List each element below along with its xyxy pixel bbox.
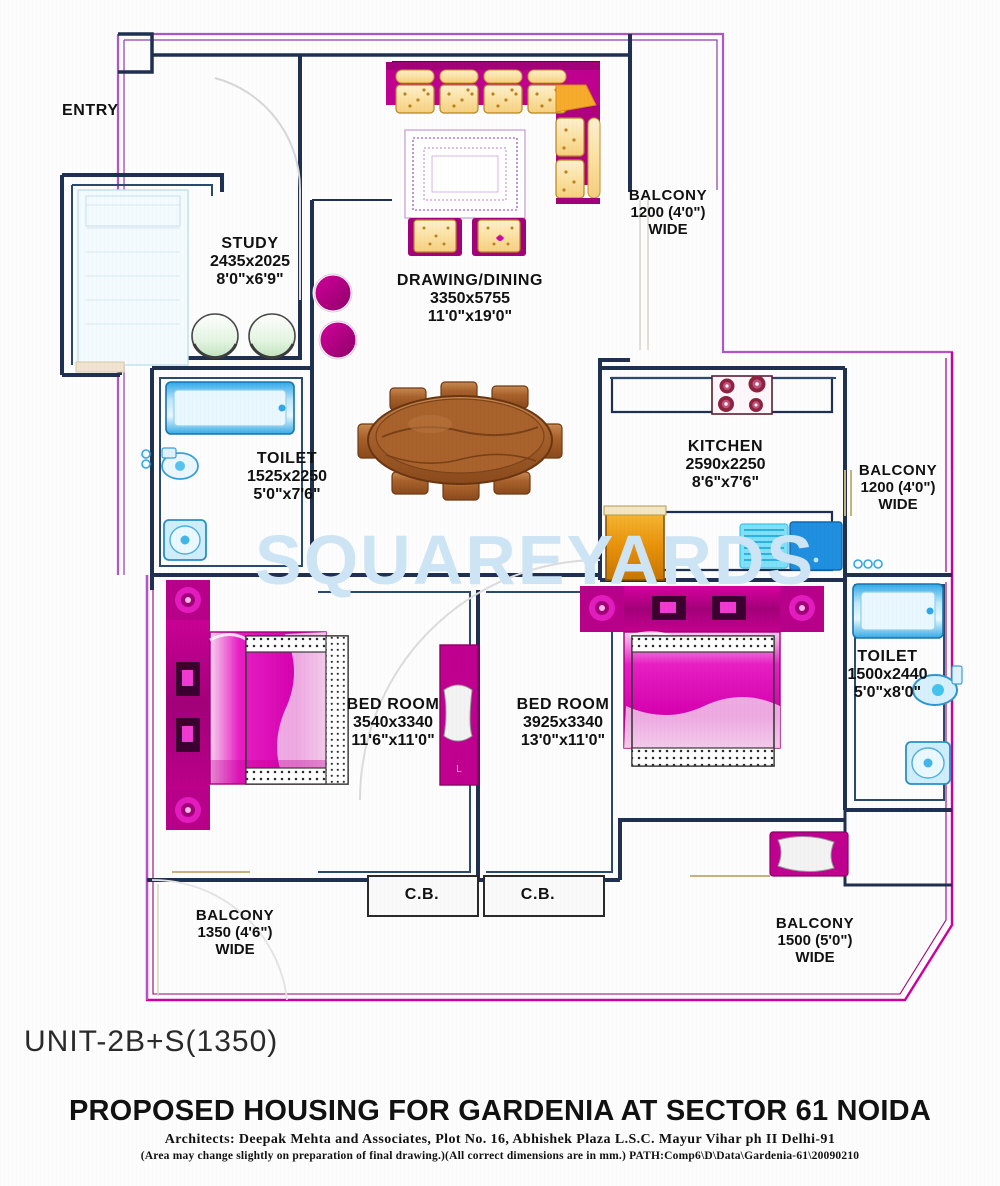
stool-icon [317, 319, 359, 361]
stool-icon [312, 272, 354, 314]
plumbing-icon [141, 449, 151, 469]
disclaimer-line: (Area may change slightly on preparation… [140, 1150, 860, 1162]
entry-label: ENTRY [62, 102, 119, 119]
room-label-toilet-right: TOILET 1500x2440 5'0"x8'0" [847, 648, 928, 701]
toilet-seat-icon [912, 665, 963, 706]
rug-icon [404, 129, 526, 219]
bed-icon [166, 580, 349, 830]
room-label-kitchen: KITCHEN 2590x2250 8'6"x7'6" [685, 438, 766, 491]
sofa-icon [769, 831, 849, 877]
wardrobe-icon: L [439, 644, 479, 786]
architect-line: Architects: Deepak Mehta and Associates,… [164, 1132, 836, 1147]
balcony-label-bottom-right: BALCONY 1500 (5'0") WIDE [775, 915, 855, 966]
sofa-icon [386, 62, 601, 204]
door-swing-icon [151, 879, 288, 1001]
washbasin-icon [905, 741, 951, 785]
cupboard-box [367, 875, 605, 917]
balcony-label-middle-right: BALCONY 1200 (4'0") WIDE [858, 462, 938, 513]
cupboard-label-left: C.B. [404, 886, 440, 903]
room-label-drawing-dining: DRAWING/DINING 3350x5755 11'0"x19'0" [396, 272, 544, 325]
room-label-study: STUDY 2435x2025 8'0"x6'9" [209, 235, 291, 288]
chair-icon [191, 313, 239, 360]
room-label-bedroom-right: BED ROOM 3925x3340 13'0"x11'0" [516, 696, 610, 749]
watermark: SQUAREYARDS [255, 521, 816, 599]
balcony-label-top-right: BALCONY 1200 (4'0") WIDE [628, 187, 708, 238]
plumbing-icon [853, 559, 883, 569]
window-marks [172, 470, 852, 877]
door-swing-icon [359, 559, 601, 801]
threshold-icon [75, 361, 125, 373]
title-block: PROPOSED HOUSING FOR GARDENIA AT SECTOR … [0, 1095, 1000, 1162]
sofa-icon [408, 218, 462, 256]
unit-tag: UNIT-2B+S(1350) [24, 1025, 279, 1058]
svg-text:L: L [456, 764, 462, 775]
dining-table-icon [357, 381, 563, 501]
room-label-bedroom-left: BED ROOM 3540x3340 11'6"x11'0" [346, 696, 440, 749]
bathtub-icon [165, 381, 295, 435]
kitchen-sink-icon [739, 521, 843, 571]
cooktop-icon [711, 375, 773, 415]
structural-walls [60, 32, 952, 887]
refrigerator-icon [603, 505, 667, 581]
room-label-toilet-left: TOILET 1525x2250 5'0"x7'6" [246, 450, 328, 503]
washbasin-icon [163, 519, 207, 561]
cupboard-label-right: C.B. [520, 886, 556, 903]
bathtub-icon [852, 583, 944, 639]
chair-icon [248, 313, 296, 360]
balcony-label-bottom-left: BALCONY 1350 (4'6") WIDE [195, 907, 275, 958]
study-desk-icon [77, 189, 189, 366]
balcony-rail-lines [157, 200, 649, 996]
sofa-icon [472, 218, 526, 256]
toilet-seat-icon [161, 447, 199, 480]
project-title: PROPOSED HOUSING FOR GARDENIA AT SECTOR … [69, 1095, 931, 1127]
door-swing-icon [214, 77, 302, 300]
bed-icon [580, 586, 824, 767]
